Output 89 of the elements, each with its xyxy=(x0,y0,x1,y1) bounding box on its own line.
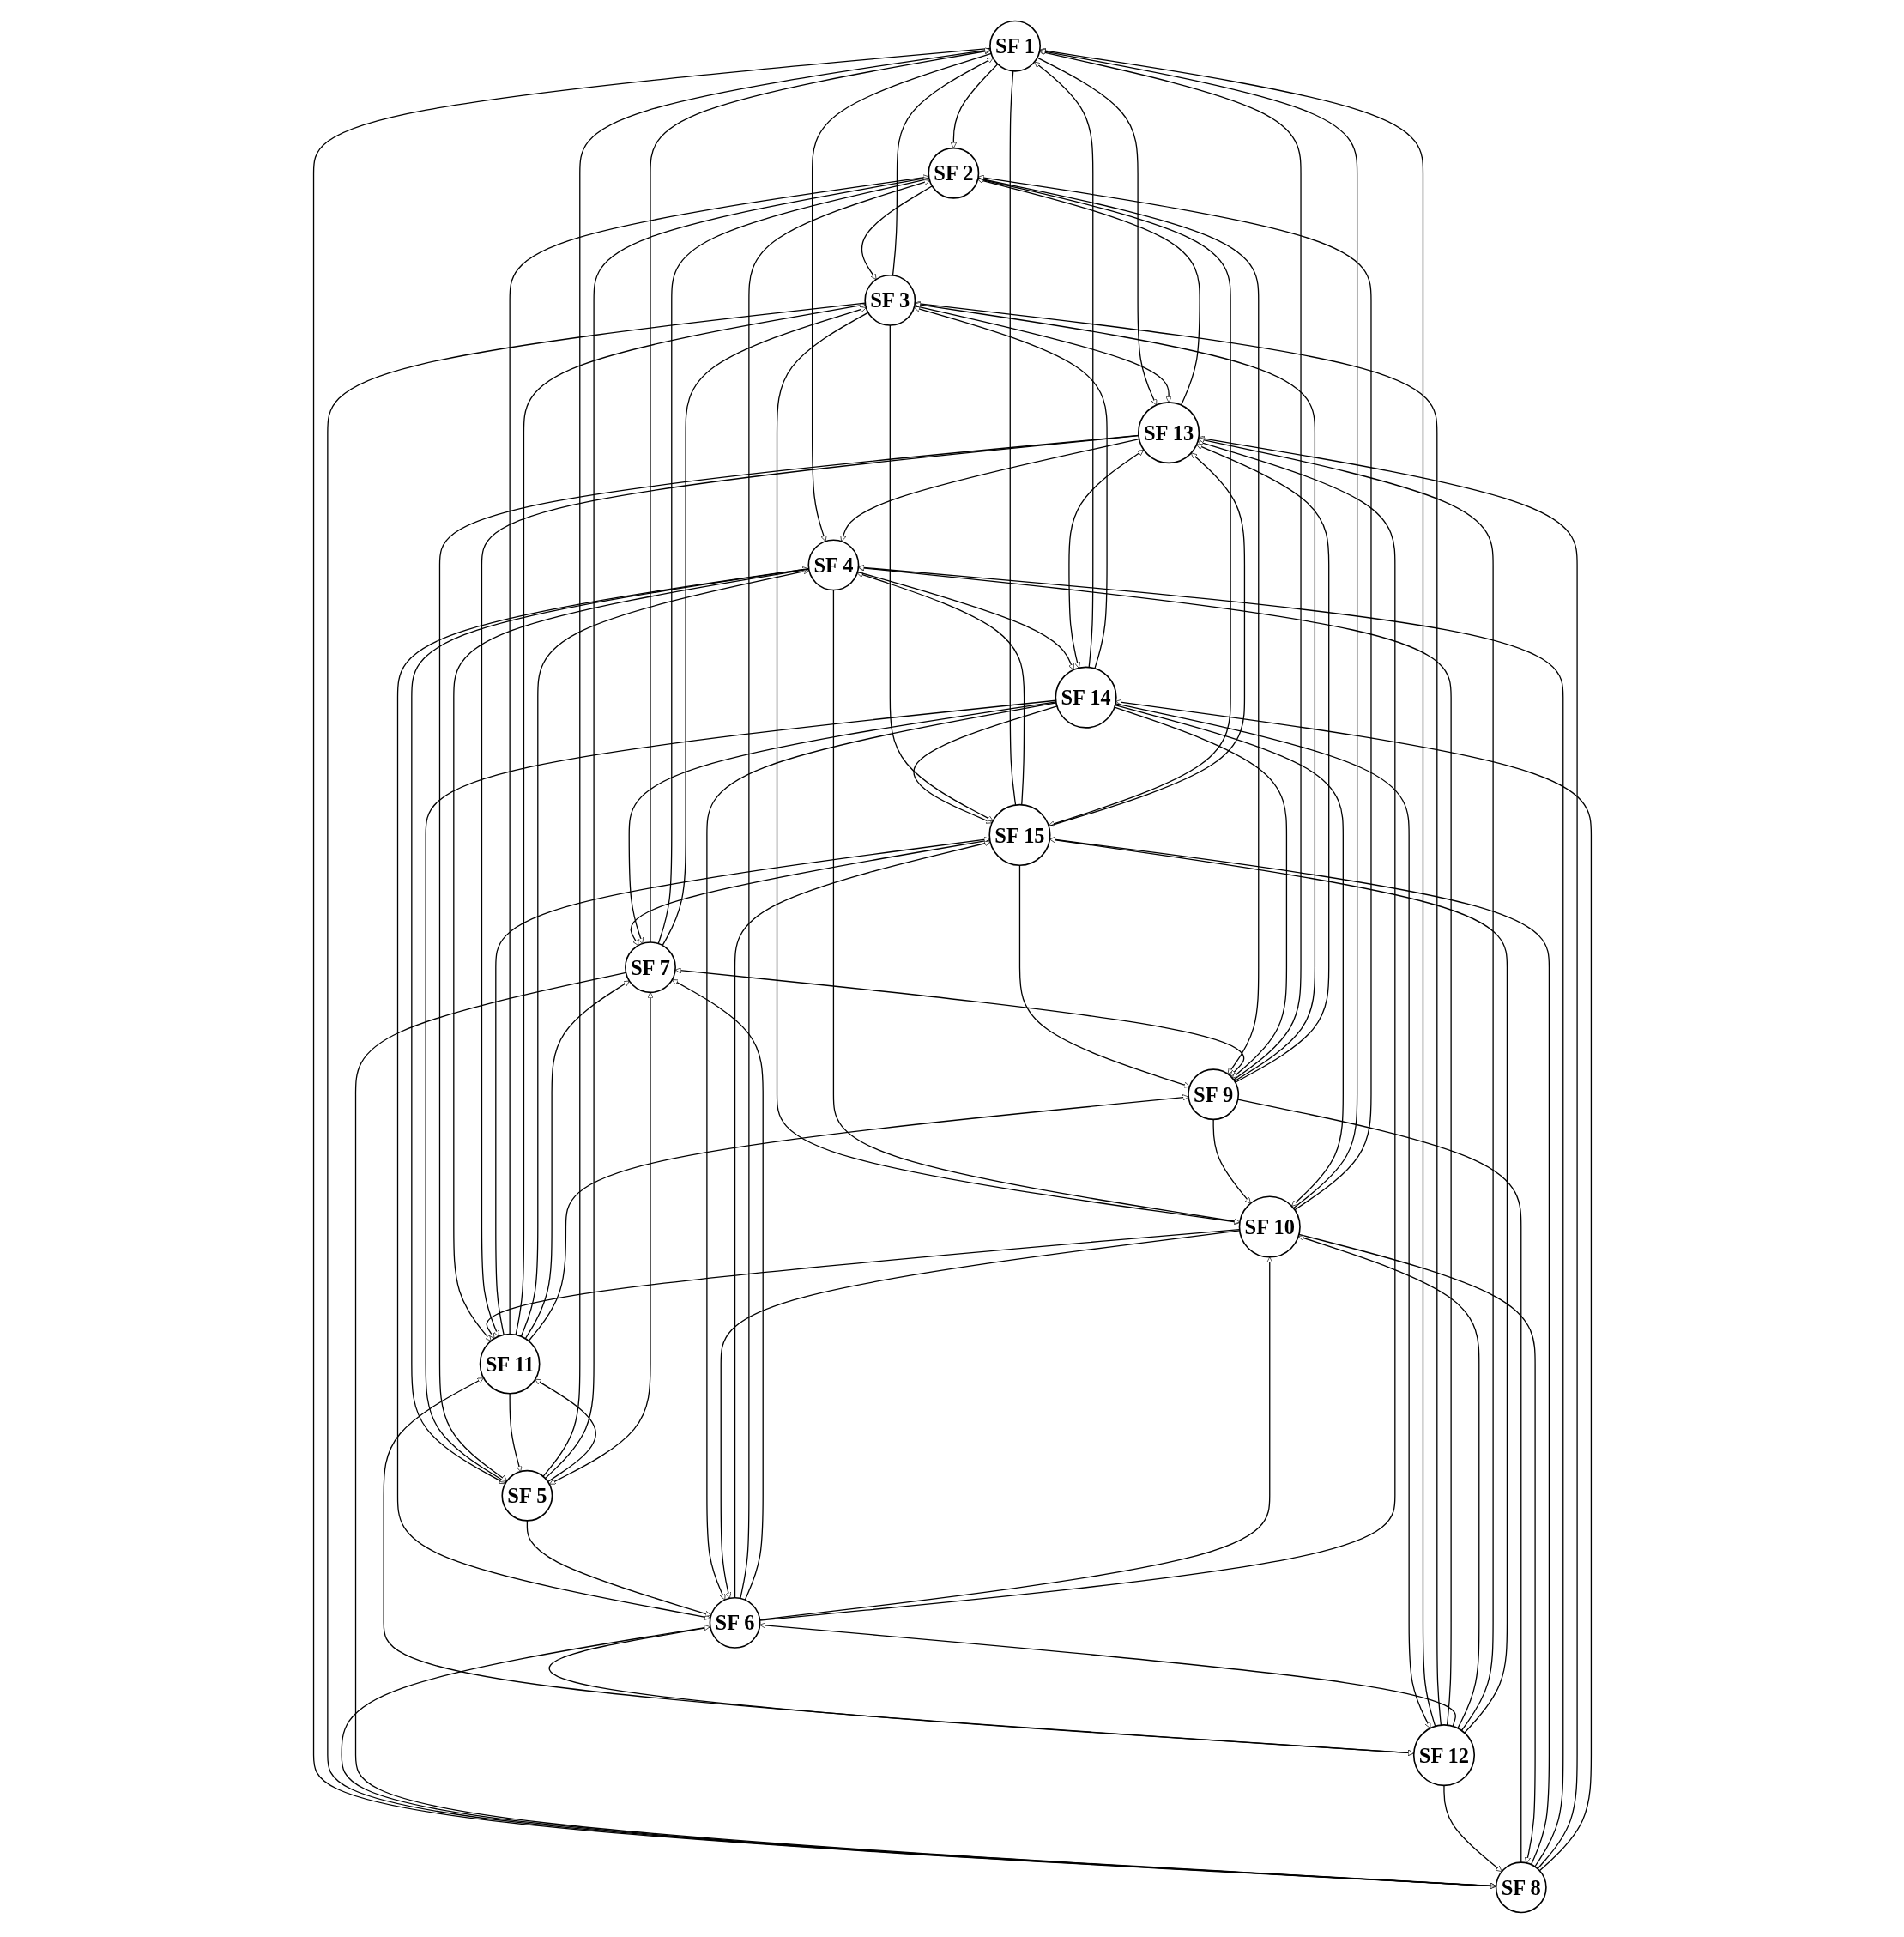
arrow xyxy=(914,301,1315,1082)
node-circle: SF 9 xyxy=(1187,1068,1239,1121)
arrow xyxy=(759,1622,1456,1727)
arrow xyxy=(526,1520,711,1617)
arrow xyxy=(534,1378,596,1483)
node-circle: SF 6 xyxy=(709,1596,761,1649)
arrow xyxy=(720,1230,1240,1599)
arrow xyxy=(1297,1233,1536,1864)
arrow xyxy=(1033,61,1093,669)
arrow xyxy=(889,324,994,821)
node-circle: SF 2 xyxy=(927,147,979,199)
arrow xyxy=(509,174,929,1335)
arrow xyxy=(1048,452,1245,827)
node-circle: SF 11 xyxy=(479,1333,541,1395)
arrow xyxy=(759,439,1395,1621)
node-circle: SF 7 xyxy=(624,941,676,994)
node-circle: SF 3 xyxy=(863,274,916,326)
arrow xyxy=(1038,49,1302,1080)
arrow xyxy=(649,48,991,943)
arrow xyxy=(548,992,654,1485)
arrow xyxy=(494,836,990,1335)
arrow xyxy=(662,306,867,947)
arrow xyxy=(410,566,809,1484)
arrow xyxy=(1018,864,1190,1088)
arrow xyxy=(452,568,809,1341)
arrow xyxy=(1049,837,1508,1734)
arrow xyxy=(1114,703,1430,1728)
arrow xyxy=(541,47,991,1477)
arrow xyxy=(976,178,1259,1074)
arrow xyxy=(509,1393,522,1472)
arrow xyxy=(861,185,933,280)
arrow xyxy=(1039,47,1436,1727)
arrow xyxy=(396,567,809,1620)
arrow xyxy=(976,177,1231,827)
arrow xyxy=(913,305,1172,403)
arrow xyxy=(1442,1784,1502,1873)
arrow xyxy=(739,179,930,1600)
node-circle: SF 8 xyxy=(1495,1861,1547,1914)
arrow xyxy=(1197,437,1494,1731)
arrow xyxy=(671,979,764,1601)
arrow xyxy=(657,177,929,945)
connector xyxy=(354,972,1496,1887)
node-circle: SF 13 xyxy=(1137,402,1200,464)
node-circle: SF 10 xyxy=(1238,1195,1301,1258)
arrow xyxy=(628,701,1056,944)
node-circle: SF 1 xyxy=(988,20,1041,72)
arrow xyxy=(734,840,991,1599)
arrow xyxy=(913,306,1108,669)
arrow xyxy=(977,174,1372,1211)
arrow xyxy=(524,980,630,1340)
arrow xyxy=(912,705,1058,824)
arrow xyxy=(976,178,1200,406)
arrow xyxy=(856,572,1025,806)
arrow xyxy=(1114,705,1344,1207)
arrow xyxy=(630,839,990,946)
arrow xyxy=(514,302,866,1335)
arrow xyxy=(1195,444,1329,1083)
arrow xyxy=(486,1228,1240,1340)
connector xyxy=(1009,70,1016,806)
arrow xyxy=(811,52,992,542)
arrow xyxy=(839,439,1139,542)
node-circle: SF 14 xyxy=(1055,666,1117,729)
arrow xyxy=(1036,57,1157,406)
arrow xyxy=(950,63,998,148)
arrow xyxy=(1067,450,1144,669)
arrow xyxy=(892,58,994,276)
arrow xyxy=(856,571,1074,670)
arrow xyxy=(481,435,1139,1337)
node-circle: SF 15 xyxy=(988,803,1051,867)
arrow xyxy=(1038,48,1357,1209)
arrow xyxy=(705,702,1057,1601)
arrow xyxy=(527,1094,1188,1342)
arrow xyxy=(914,300,1442,1726)
arrow xyxy=(1212,1118,1251,1204)
arrow xyxy=(383,1377,1414,1756)
arrow xyxy=(674,967,1244,1077)
arrow xyxy=(1115,699,1592,1872)
node-circle: SF 12 xyxy=(1412,1724,1475,1787)
arrow xyxy=(438,434,1139,1481)
arrow xyxy=(857,564,1563,1867)
node-circle: SF 5 xyxy=(500,1469,553,1522)
arrow xyxy=(1049,836,1550,1866)
arrow xyxy=(341,1625,1496,1889)
arrow xyxy=(425,699,1056,1483)
arrow xyxy=(544,175,929,1480)
arrow xyxy=(1198,435,1578,1870)
arrow xyxy=(520,568,809,1337)
arrow xyxy=(1297,1235,1479,1729)
node-circle: SF 4 xyxy=(807,539,859,591)
